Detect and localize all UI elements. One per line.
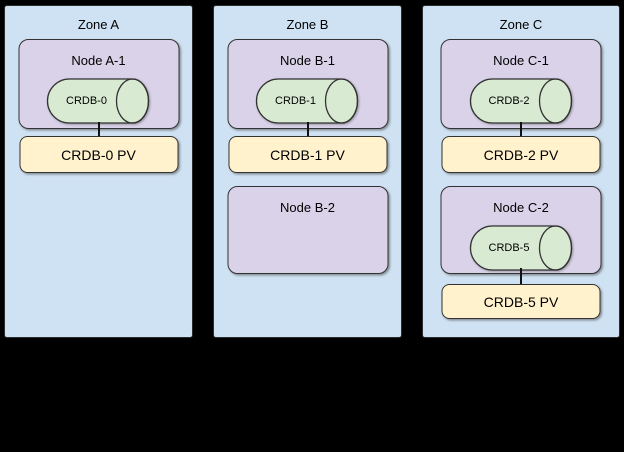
database-cylinder-icon bbox=[469, 225, 572, 271]
node-c-2-label: Node C-2 bbox=[493, 200, 549, 215]
crdb-5-label: CRDB-5 bbox=[488, 242, 530, 254]
database-cylinder-icon bbox=[46, 78, 150, 124]
node-a-1-box: Node A-1 CRDB-0 bbox=[18, 39, 179, 129]
zone-b-box: Zone B Node B-1 CRDB-1 CRDB-1 PV Node B-… bbox=[213, 5, 402, 338]
crdb-2-label: CRDB-2 bbox=[488, 95, 530, 107]
crdb-1-cylinder: CRDB-1 bbox=[255, 78, 360, 124]
zone-a-label: Zone A bbox=[77, 17, 120, 32]
crdb-2-pv-box: CRDB-2 PV bbox=[441, 136, 601, 173]
crdb-5-pv-box: CRDB-5 PV bbox=[441, 284, 601, 319]
crdb-2-pv-label: CRDB-2 PV bbox=[483, 146, 559, 163]
node-b-1-box: Node B-1 CRDB-1 bbox=[227, 39, 388, 129]
crdb-5-pv-label: CRDB-5 PV bbox=[483, 293, 559, 310]
crdb-0-cylinder: CRDB-0 bbox=[46, 78, 151, 124]
node-c-1-box: Node C-1 CRDB-2 bbox=[440, 39, 602, 129]
crdb-2-pv-connector-line bbox=[520, 122, 522, 138]
node-b-1-label: Node B-1 bbox=[280, 53, 335, 68]
database-cylinder-icon bbox=[255, 78, 359, 124]
crdb-0-pv-box: CRDB-0 PV bbox=[19, 136, 178, 173]
crdb-5-cylinder: CRDB-5 bbox=[469, 225, 573, 271]
crdb-1-label: CRDB-1 bbox=[275, 95, 316, 107]
crdb-1-pv-box: CRDB-1 PV bbox=[228, 136, 387, 173]
node-b-2-label: Node B-2 bbox=[280, 200, 335, 215]
crdb-5-pv-connector-line bbox=[520, 268, 522, 286]
node-c-2-box: Node C-2 CRDB-5 bbox=[440, 186, 602, 274]
zone-c-box: Zone C Node C-1 CRDB-2 CRDB-2 PV Node C-… bbox=[422, 5, 620, 338]
crdb-0-pv-label: CRDB-0 PV bbox=[61, 146, 136, 163]
node-c-1-label: Node C-1 bbox=[493, 53, 549, 68]
crdb-2-cylinder: CRDB-2 bbox=[469, 78, 573, 124]
node-a-1-label: Node A-1 bbox=[71, 53, 126, 68]
node-b-2-box: Node B-2 bbox=[227, 186, 388, 274]
zone-b-label: Zone B bbox=[286, 17, 329, 32]
crdb-0-pv-connector-line bbox=[97, 122, 100, 138]
zone-c-label: Zone C bbox=[499, 17, 543, 32]
database-cylinder-icon bbox=[469, 78, 572, 124]
zone-a-box: Zone A Node A-1 CRDB-0 CRDB-0 PV bbox=[4, 5, 193, 338]
crdb-1-pv-label: CRDB-1 PV bbox=[270, 146, 345, 163]
crdb-1-pv-connector-line bbox=[306, 122, 309, 138]
crdb-0-label: CRDB-0 bbox=[66, 95, 107, 107]
